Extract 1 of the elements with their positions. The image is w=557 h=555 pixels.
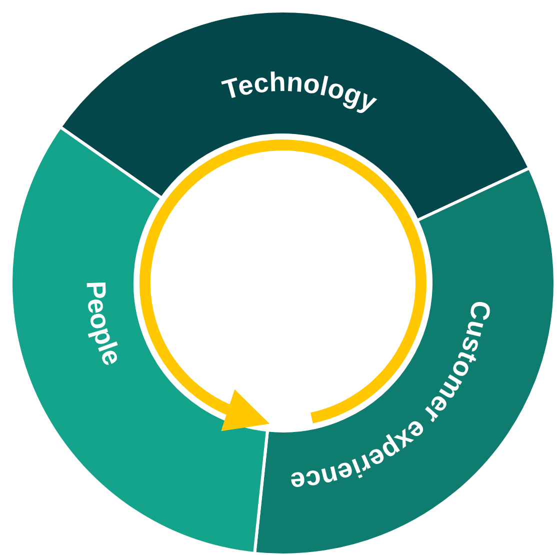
- segment-label: Technology: [220, 66, 382, 118]
